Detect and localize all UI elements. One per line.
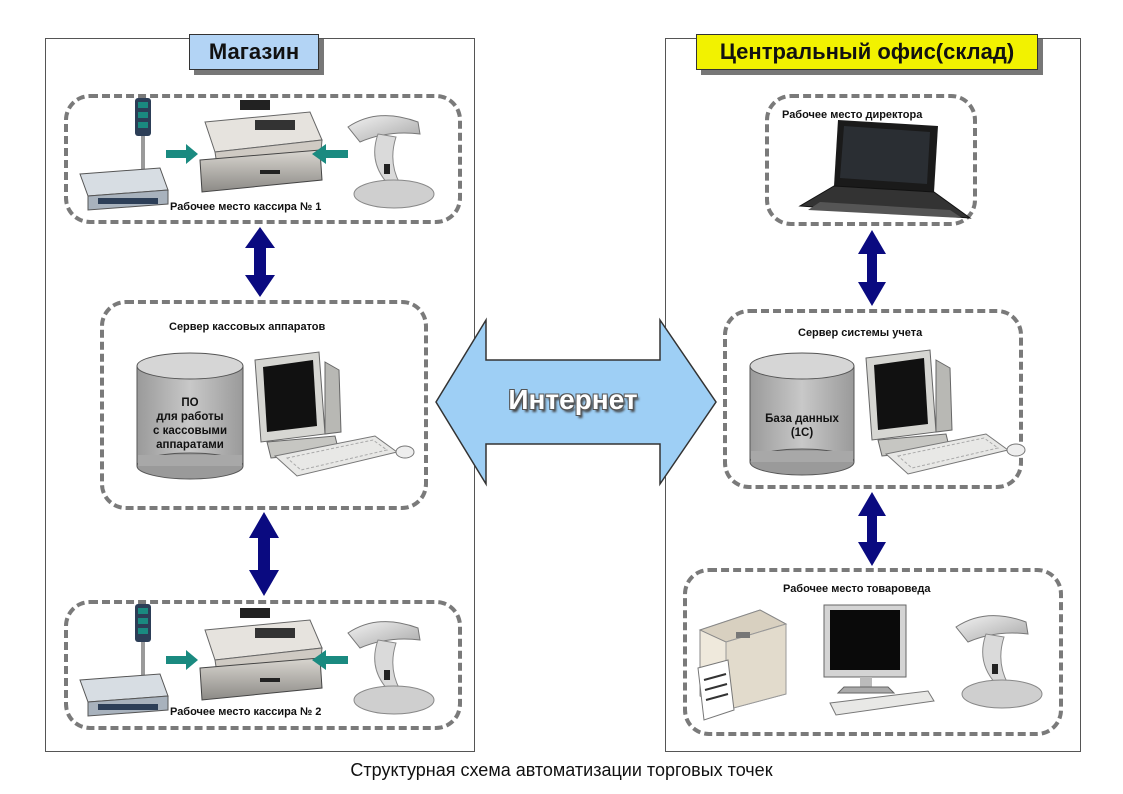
scale-1 — [79, 97, 169, 211]
cashier2-group — [64, 600, 462, 730]
device-arrow-2a — [166, 650, 198, 670]
merchandiser-label: Рабочее место товароведа — [783, 583, 931, 595]
accounting-db-text: База данных (1С) — [765, 413, 839, 439]
accounting-server-group — [723, 309, 1023, 489]
merchandiser-group — [683, 568, 1063, 736]
accounting-database-icon — [749, 352, 855, 476]
device-arrow-1a — [166, 144, 198, 164]
cash-server-label: Сервер кассовых аппаратов — [169, 321, 326, 333]
cash-server-computer — [254, 351, 415, 477]
accounting-server-label: Сервер системы учета — [798, 327, 923, 339]
barcode-scanner-1 — [347, 115, 435, 209]
device-arrow-2b — [312, 650, 348, 670]
cashier1-group — [64, 94, 462, 224]
director-group — [765, 94, 977, 226]
cashier1-label: Рабочее место кассира № 1 — [170, 201, 322, 213]
cashier2-label: Рабочее место кассира № 2 — [170, 706, 322, 718]
barcode-scanner-3 — [955, 615, 1043, 709]
scale-2 — [79, 603, 169, 717]
cash-server-group — [100, 300, 428, 510]
diagram-caption: Структурная схема автоматизации торговых… — [350, 760, 773, 780]
internet-arrow — [435, 317, 717, 487]
cash-register-2 — [199, 607, 323, 701]
label-printer — [697, 609, 787, 721]
director-laptop — [799, 119, 971, 219]
internet-label: Интернет — [508, 384, 638, 415]
director-label: Рабочее место директора — [782, 109, 923, 121]
cash-server-db-text: ПО для работы с кассовыми аппаратами — [152, 397, 228, 451]
cash-server-database-icon — [136, 352, 244, 480]
office-title: Центральный офис(склад) — [696, 34, 1038, 70]
cash-register-1 — [199, 99, 323, 193]
link-arrow-director-server — [858, 230, 886, 306]
link-arrow-server-cashier2 — [249, 512, 279, 596]
device-arrow-1b — [312, 144, 348, 164]
lcd-monitor — [823, 604, 935, 716]
link-arrow-cashier1-server — [245, 227, 275, 297]
accounting-server-computer — [865, 349, 1026, 475]
link-arrow-server-merchandiser — [858, 492, 886, 566]
shop-title: Магазин — [189, 34, 319, 70]
barcode-scanner-2 — [347, 621, 435, 715]
